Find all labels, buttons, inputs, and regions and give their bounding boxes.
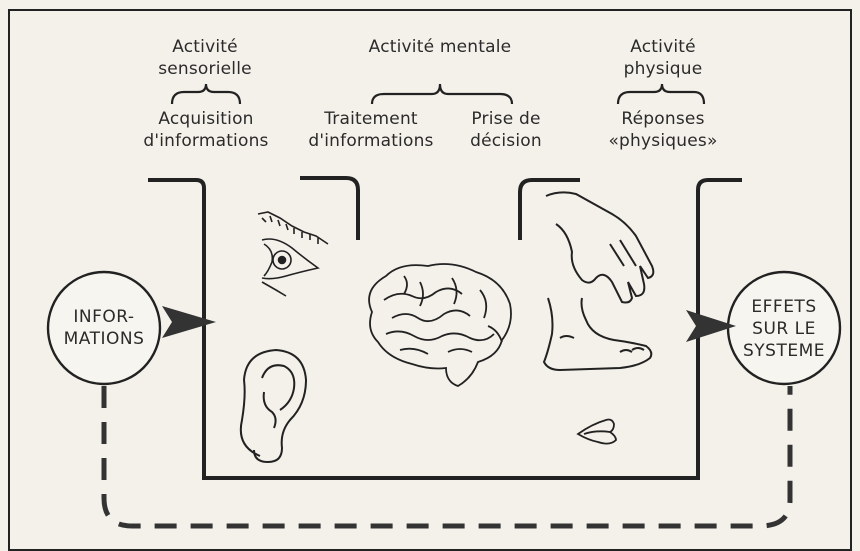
foot-icon <box>544 298 651 370</box>
inner-bracket-right <box>520 180 580 240</box>
ear-icon <box>241 350 306 462</box>
brain-icon <box>369 264 511 386</box>
subheader-responses: Réponses «physiques» <box>594 108 732 152</box>
header-sensory: Activité sensorielle <box>140 36 270 80</box>
output-node-label: EFFETS SUR LE SYSTEME <box>736 296 832 362</box>
header-physical: Activité physique <box>598 36 728 80</box>
input-node-label: INFOR- MATIONS <box>56 306 152 350</box>
header-mental: Activité mentale <box>340 36 540 58</box>
mouth-icon <box>578 420 616 444</box>
brace-mental <box>372 84 512 104</box>
subheader-acquisition: Acquisition d'informations <box>132 108 280 152</box>
brace-sensory <box>172 84 240 104</box>
outer-frame <box>9 10 851 550</box>
feedback-loop <box>104 386 790 526</box>
inner-bracket-left <box>300 178 358 240</box>
subheader-decision: Prise de décision <box>446 108 566 152</box>
input-arrow <box>162 306 216 338</box>
eye-icon <box>258 212 328 296</box>
subheader-treatment: Traitement d'informations <box>296 108 446 152</box>
funnel-container <box>148 180 742 478</box>
hand-icon <box>546 192 653 302</box>
brace-physical <box>618 84 704 104</box>
